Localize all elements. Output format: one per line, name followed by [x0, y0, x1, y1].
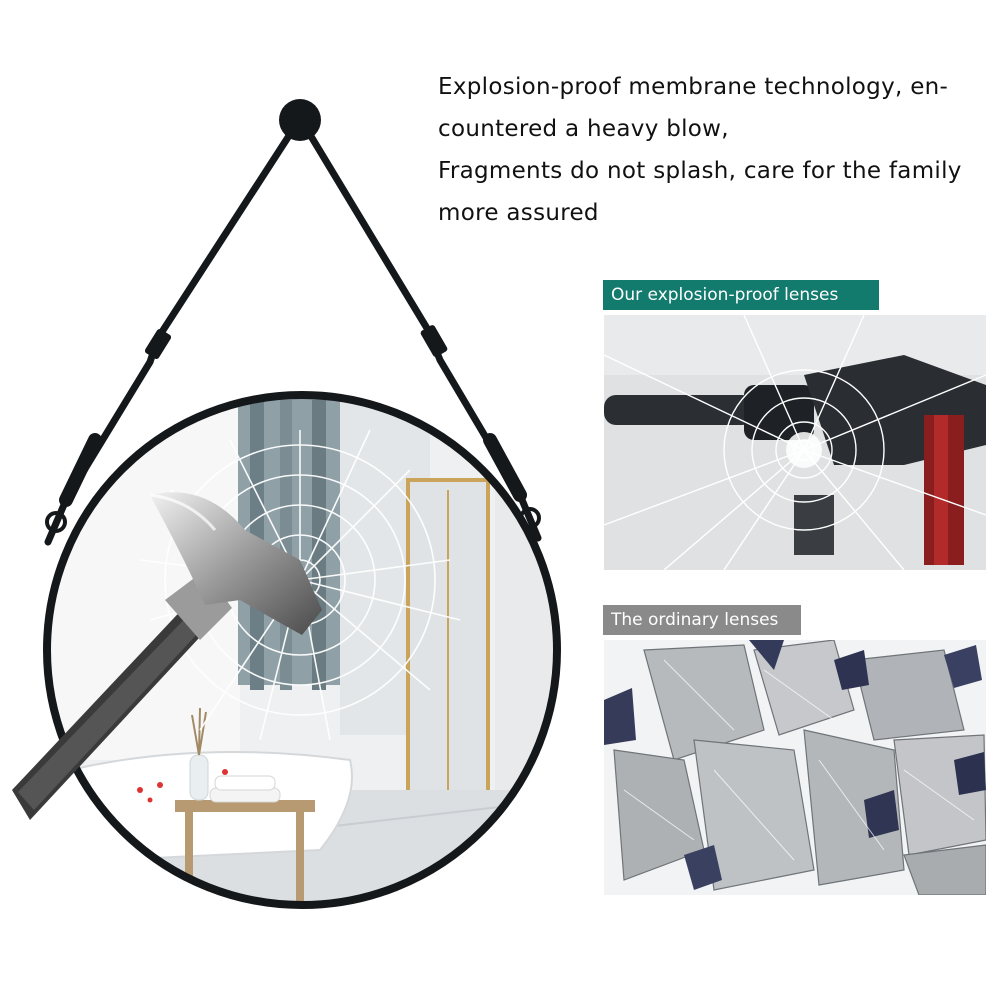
headline-line: Fragments do not splash, care for the fa…	[438, 158, 962, 184]
cracked-glass-photo	[604, 315, 986, 570]
hammer-icon	[12, 492, 322, 820]
headline: Explosion-proof membrane technology, en-…	[438, 66, 983, 234]
mirror-frame	[43, 391, 561, 909]
headline-line: countered a heavy blow,	[438, 116, 729, 142]
headline-line: more assured	[438, 200, 599, 226]
wall-hook	[279, 99, 321, 141]
explosion-proof-label: Our explosion-proof lenses	[603, 280, 879, 310]
shattered-glass-photo	[604, 640, 986, 895]
headline-line: Explosion-proof membrane technology, en-	[438, 74, 949, 100]
ordinary-label: The ordinary lenses	[603, 605, 801, 635]
